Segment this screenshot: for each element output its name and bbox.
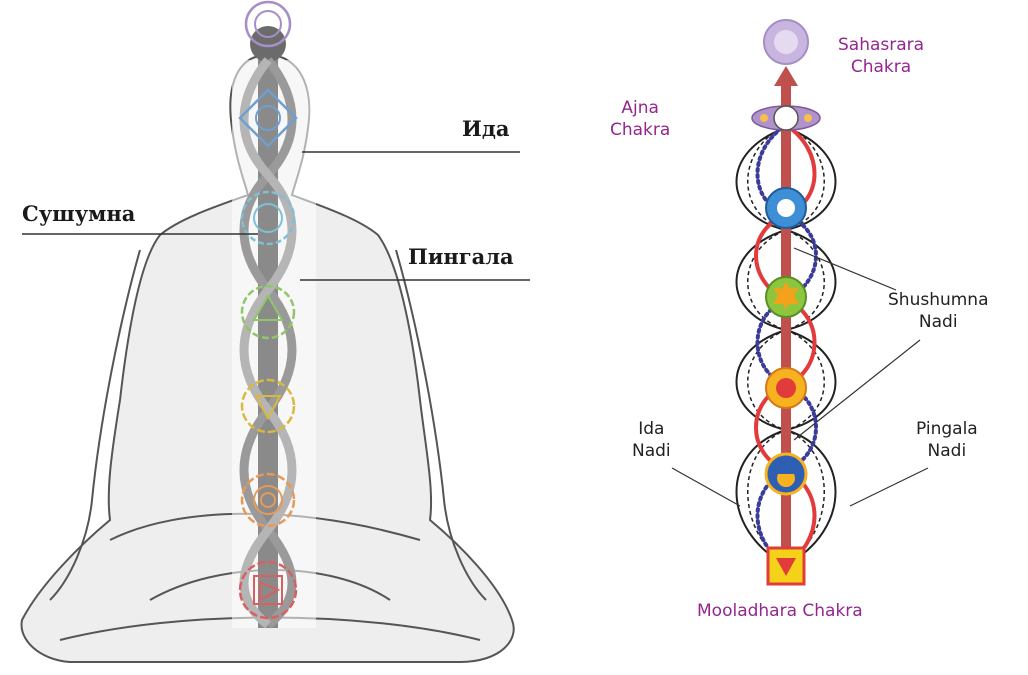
svadhisthana-chakra-icon xyxy=(764,452,808,496)
vishuddha-chakra-icon xyxy=(765,187,807,229)
pingala-helix xyxy=(239,57,297,629)
muladhara-chakra-icon xyxy=(766,546,806,586)
heart-chakra-icon xyxy=(240,284,296,340)
sushumna-nadi-channel xyxy=(781,82,791,572)
shushumna-pointer-line-2 xyxy=(793,339,921,441)
mooladhara-label: Mooladhara Chakra xyxy=(697,601,863,621)
sahasrara-chakra-icon xyxy=(763,19,809,65)
sushumna-label: Сушумна xyxy=(22,201,136,226)
left-arm xyxy=(49,249,141,601)
pingala-pointer-line-right xyxy=(849,467,929,507)
crown-chakra-icon xyxy=(244,0,292,48)
ida-pointer-line-right xyxy=(671,467,741,507)
anahata-chakra-icon xyxy=(765,276,807,318)
throat-chakra-icon xyxy=(240,190,296,246)
upward-arrow xyxy=(774,66,798,86)
solar-plexus-chakra-icon xyxy=(240,378,296,434)
head-top xyxy=(250,26,286,62)
ida-label: Ида xyxy=(462,116,510,141)
sacral-chakra-icon xyxy=(240,472,296,528)
root-chakra-icon xyxy=(238,560,298,620)
right-arm xyxy=(395,249,487,601)
ida-helix xyxy=(239,57,297,629)
third-eye-chakra-icon xyxy=(238,88,298,148)
manipura-chakra-icon xyxy=(765,367,807,409)
ajna-chakra-icon xyxy=(751,105,821,131)
shushumna-pointer-line-1 xyxy=(793,247,897,291)
pingala-label: Пингала xyxy=(408,244,514,269)
